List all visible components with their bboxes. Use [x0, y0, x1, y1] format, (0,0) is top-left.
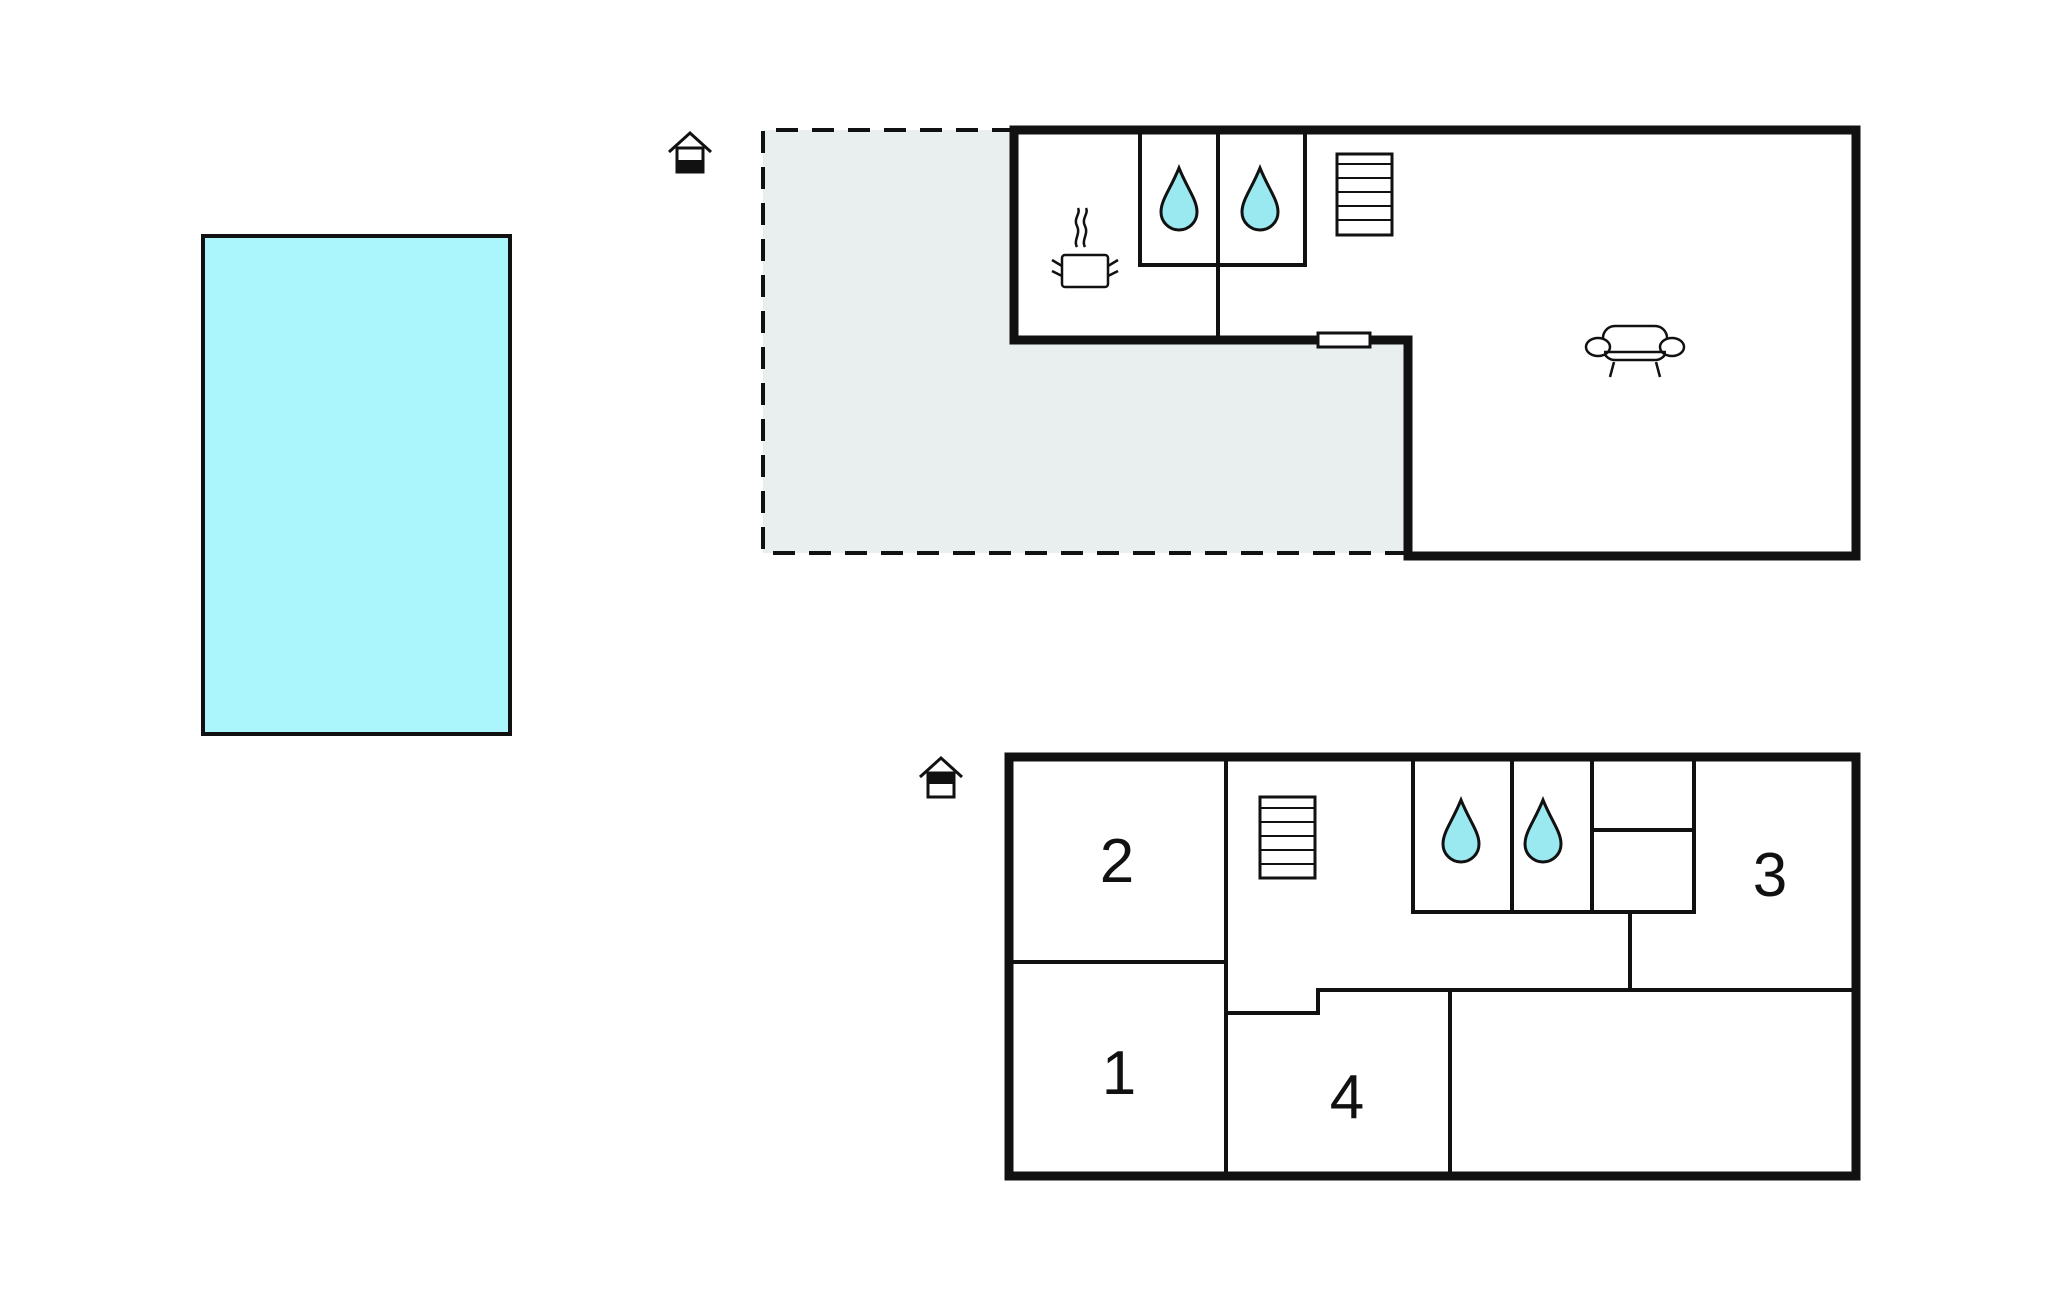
bathroom-drop-icon	[1240, 164, 1280, 232]
bathroom-walls	[1138, 134, 1307, 267]
room-label-1: 1	[1102, 1039, 1136, 1108]
room-label-2: 2	[1100, 827, 1134, 896]
bathroom-drop-icon	[1523, 796, 1563, 864]
bathroom-drop-icon	[1441, 796, 1481, 864]
door-icon	[1316, 331, 1372, 349]
room-label-4: 4	[1330, 1063, 1364, 1132]
terrace-dashed-outline	[761, 128, 1405, 555]
upper-floor-plan: 2 1 4 3	[918, 752, 1861, 1181]
swimming-pool	[201, 234, 512, 736]
ground-floor-plan	[667, 125, 1861, 561]
staircase-icon	[1335, 152, 1394, 237]
upper-floor-outer-wall	[1004, 752, 1861, 1181]
sofa-icon	[1584, 324, 1686, 378]
interior-walls	[1012, 760, 1853, 1172]
entrance-house-icon	[667, 130, 713, 174]
ground-floor-outer-wall	[1009, 125, 1861, 561]
staircase-icon	[1258, 795, 1317, 880]
kitchen-pot-icon	[1051, 207, 1119, 289]
room-label-3: 3	[1753, 841, 1787, 910]
entrance-house-icon	[918, 755, 964, 799]
bathroom-drop-icon	[1159, 164, 1199, 232]
